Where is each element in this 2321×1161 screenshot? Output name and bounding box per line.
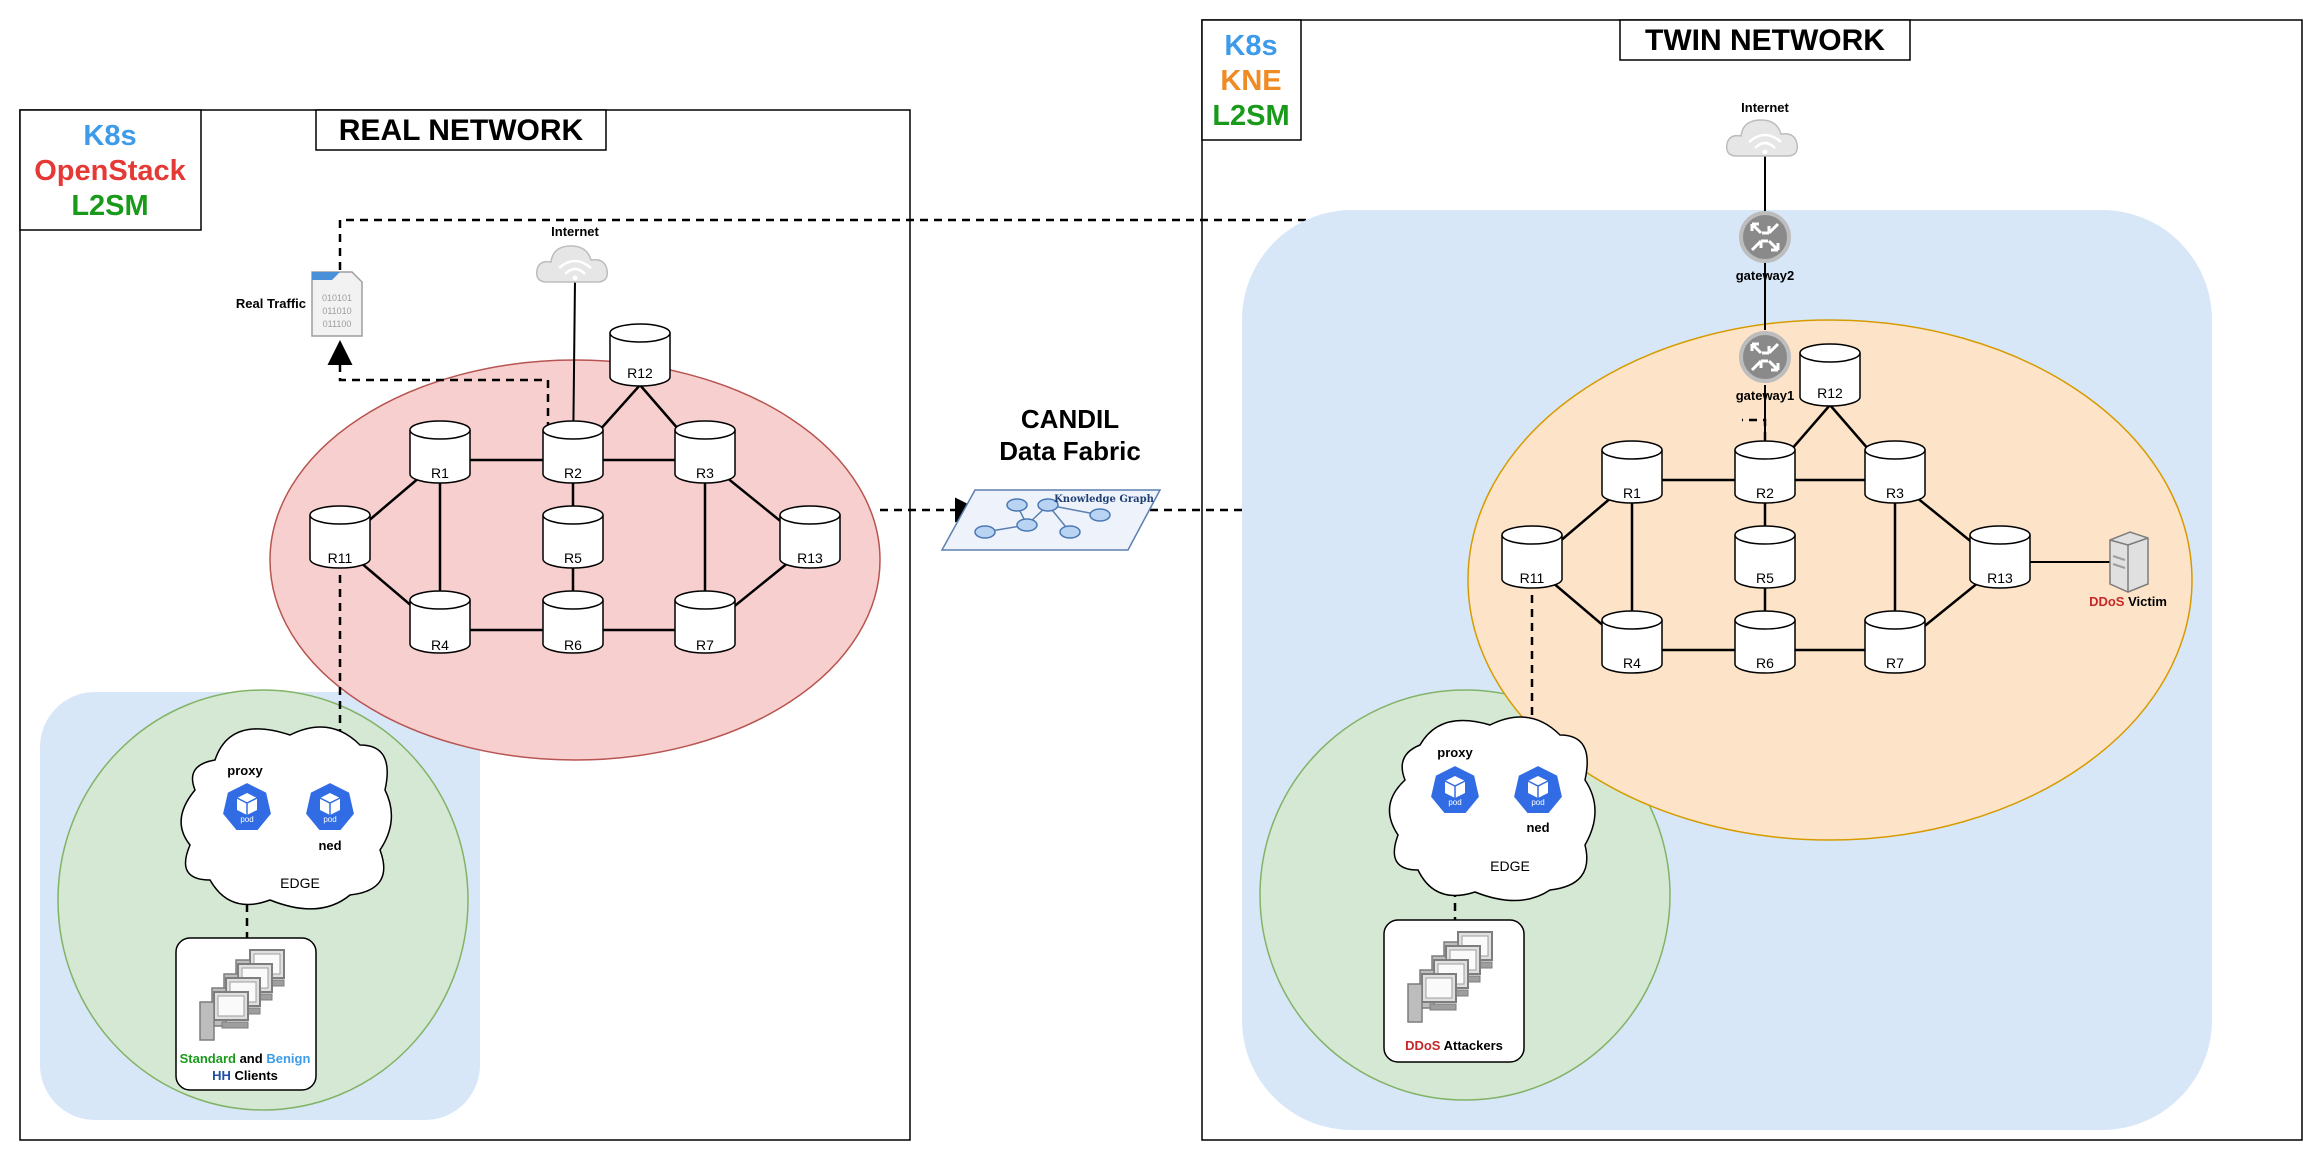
real-proxy-label: proxy <box>227 763 263 778</box>
real-router-r6: R6 <box>542 590 604 654</box>
real-stack-box <box>19 109 202 231</box>
twin-router-r5: R5 <box>1734 525 1796 589</box>
svg-text:010101: 010101 <box>322 293 352 303</box>
svg-text:R11: R11 <box>328 550 353 566</box>
real-title-box <box>315 109 607 151</box>
twin-internet-label: Internet <box>1741 100 1789 115</box>
twin-router-r6: R6 <box>1734 610 1796 674</box>
twin-stack-l2sm: L2SM <box>1212 100 1289 132</box>
svg-text:R2: R2 <box>564 465 582 481</box>
twin-stack-k8s: K8s <box>1224 30 1277 62</box>
svg-text:pod: pod <box>1448 798 1461 807</box>
twin-stack-kne: KNE <box>1220 65 1281 97</box>
svg-text:R6: R6 <box>564 637 582 653</box>
svg-text:R7: R7 <box>696 637 714 653</box>
real-stack-k8s: K8s <box>83 120 136 152</box>
real-internet-label: Internet <box>551 224 599 239</box>
svg-text:pod: pod <box>240 815 253 824</box>
real-router-r1: R1 <box>409 420 471 484</box>
gateway1-router-icon <box>1739 331 1791 383</box>
real-router-r12: R12 <box>609 323 671 387</box>
svg-text:R12: R12 <box>627 365 653 381</box>
svg-text:R3: R3 <box>696 465 714 481</box>
real-router-r2: R2 <box>542 420 604 484</box>
ddos-victim-server-icon <box>2109 531 2149 593</box>
svg-text:pod: pod <box>1531 798 1544 807</box>
twin-router-r1: R1 <box>1601 440 1663 504</box>
svg-text:R1: R1 <box>1623 485 1641 501</box>
real-stack-l2sm: L2SM <box>71 190 148 222</box>
twin-stack-box <box>1201 19 1302 141</box>
twin-network-title: TWIN NETWORK <box>1645 24 1885 57</box>
twin-edge-label: EDGE <box>1490 858 1530 874</box>
candil-title: CANDIL <box>1021 404 1119 434</box>
real-edge-cloud <box>180 726 393 910</box>
twin-title-box <box>1619 19 1911 61</box>
twin-ned-label: ned <box>1526 820 1549 835</box>
real-internet-cloud-icon <box>535 244 609 284</box>
twin-router-r2: R2 <box>1734 440 1796 504</box>
data-fabric-title: Data Fabric <box>999 436 1141 466</box>
real-router-r5: R5 <box>542 505 604 569</box>
real-traffic-document-icon: 010101 011010 011100 <box>311 271 363 337</box>
svg-text:R13: R13 <box>1987 570 2013 586</box>
svg-text:R4: R4 <box>1623 655 1641 671</box>
gateway2-router-icon <box>1739 211 1791 263</box>
svg-text:011010: 011010 <box>322 306 351 316</box>
svg-text:pod: pod <box>323 815 336 824</box>
real-stack-openstack: OpenStack <box>34 155 186 187</box>
svg-text:011100: 011100 <box>323 319 352 329</box>
svg-text:R2: R2 <box>1756 485 1774 501</box>
gateway2-label: gateway2 <box>1736 268 1795 283</box>
twin-edge-cloud <box>1388 716 1596 902</box>
twin-router-r12: R12 <box>1799 343 1861 407</box>
gateway1-label: gateway1 <box>1736 388 1795 403</box>
twin-router-r3: R3 <box>1864 440 1926 504</box>
svg-text:R12: R12 <box>1817 385 1843 401</box>
real-router-r4: R4 <box>409 590 471 654</box>
twin-router-r7: R7 <box>1864 610 1926 674</box>
ddos-attackers-label: DDoS Attackers <box>1405 1038 1503 1053</box>
real-clients-line1: Standard and Benign <box>180 1051 311 1066</box>
real-router-r11: R11 <box>309 505 371 569</box>
real-router-r13: R13 <box>779 505 841 569</box>
ddos-victim-label: DDoS Victim <box>2089 594 2167 609</box>
real-router-r7: R7 <box>674 590 736 654</box>
knowledge-graph-icon <box>940 489 1162 551</box>
twin-router-r13: R13 <box>1969 525 2031 589</box>
svg-text:R1: R1 <box>431 465 449 481</box>
real-traffic-label: Real Traffic <box>236 296 306 311</box>
real-clients-line2: HH Clients <box>212 1068 278 1083</box>
svg-text:R7: R7 <box>1886 655 1904 671</box>
real-router-r3: R3 <box>674 420 736 484</box>
svg-text:R3: R3 <box>1886 485 1904 501</box>
real-edge-label: EDGE <box>280 875 320 891</box>
svg-text:R6: R6 <box>1756 655 1774 671</box>
twin-router-r11: R11 <box>1501 525 1563 589</box>
svg-text:R5: R5 <box>564 550 582 566</box>
twin-internet-cloud-icon <box>1725 118 1799 158</box>
svg-text:R11: R11 <box>1520 570 1545 586</box>
twin-proxy-label: proxy <box>1437 745 1473 760</box>
twin-router-r4: R4 <box>1601 610 1663 674</box>
knowledge-graph-label: Knowledge Graph <box>1054 494 1155 505</box>
real-ned-label: ned <box>318 838 341 853</box>
svg-text:R5: R5 <box>1756 570 1774 586</box>
svg-text:R13: R13 <box>797 550 823 566</box>
svg-text:R4: R4 <box>431 637 449 653</box>
real-network-title: REAL NETWORK <box>339 114 584 147</box>
